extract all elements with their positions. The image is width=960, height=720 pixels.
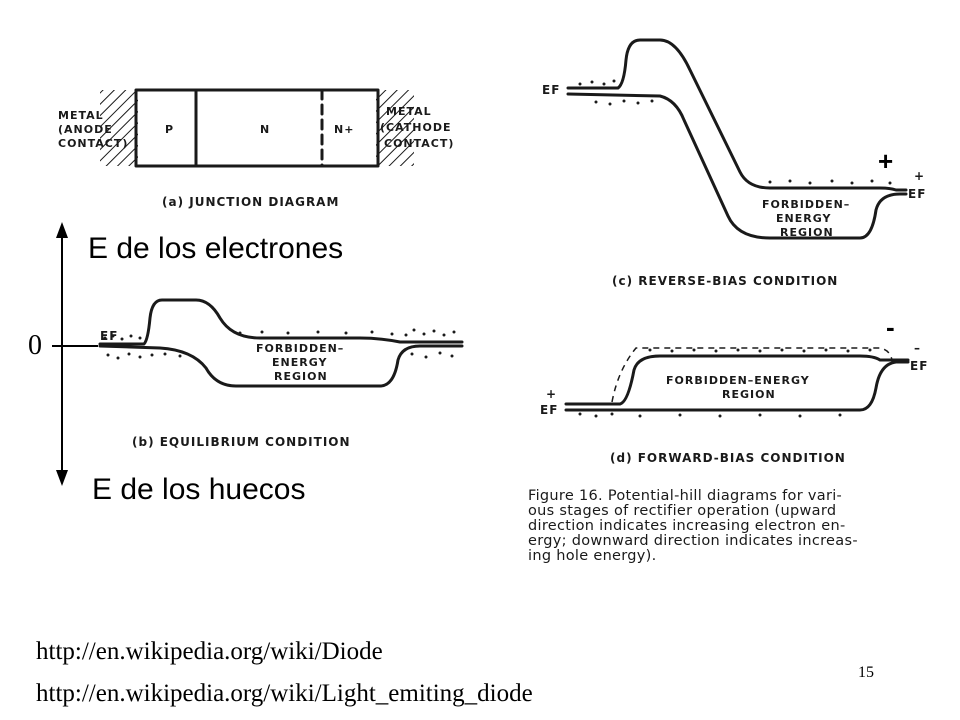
equilibrium-region-label-2: ENERGY bbox=[272, 356, 327, 369]
cathode-label-2: (CATHODE bbox=[380, 121, 451, 134]
anode-label-2: (ANODE bbox=[58, 123, 113, 136]
equilibrium-ef-label: EF bbox=[100, 329, 118, 343]
junction-caption: (a) JUNCTION DIAGRAM bbox=[162, 195, 339, 209]
caption-line: ous stages of rectifier operation (upwar… bbox=[528, 503, 837, 519]
forward-region-label-1: FORBIDDEN–ENERGY bbox=[666, 374, 810, 387]
forward-carriers bbox=[578, 348, 872, 418]
forward-ef-left-label: EF bbox=[540, 403, 558, 417]
reverse-plus-sign: + bbox=[878, 146, 893, 176]
zero-label: 0 bbox=[28, 330, 42, 361]
equilibrium-carriers bbox=[103, 328, 456, 360]
hole-energy-label: E de los huecos bbox=[92, 473, 306, 506]
axis-arrow-down-icon bbox=[56, 470, 68, 486]
caption-line: direction indicates increasing electron … bbox=[528, 518, 846, 534]
reverse-conduction-band bbox=[566, 38, 908, 192]
anode-metal-hatch bbox=[100, 90, 138, 166]
reverse-caption: (c) REVERSE-BIAS CONDITION bbox=[612, 274, 838, 288]
cathode-label-3: CONTACT) bbox=[384, 137, 454, 150]
energy-axis bbox=[52, 222, 98, 486]
equilibrium-caption: (b) EQUILIBRIUM CONDITION bbox=[132, 435, 351, 449]
forward-small-plus: + bbox=[546, 387, 557, 401]
forward-equilibrium-dashed bbox=[611, 347, 893, 403]
forward-region-label-2: REGION bbox=[722, 388, 776, 401]
anode-label-3: CONTACT) bbox=[58, 137, 128, 150]
reverse-region-label-2: ENERGY bbox=[776, 212, 831, 225]
region-n-label: N bbox=[260, 123, 270, 136]
led-link[interactable]: http://en.wikipedia.org/wiki/Light_emiti… bbox=[36, 680, 533, 707]
equilibrium-valence-band bbox=[98, 344, 464, 388]
cathode-metal-hatch bbox=[376, 90, 414, 166]
junction-diagram: METAL (ANODE CONTACT) P N N+ METAL (CATH… bbox=[58, 88, 454, 209]
region-nplus-label: N+ bbox=[334, 123, 354, 136]
equilibrium-region-label-1: FORBIDDEN– bbox=[256, 342, 344, 355]
reverse-small-plus: + bbox=[914, 169, 925, 183]
reverse-bias-diagram: EF EF + + FORBIDDEN– ENERGY REGION (c) R… bbox=[542, 38, 926, 288]
forward-small-minus: – bbox=[914, 341, 921, 355]
equilibrium-region-label-3: REGION bbox=[274, 370, 328, 383]
caption-line: Figure 16. Potential-hill diagrams for v… bbox=[528, 488, 843, 504]
cathode-label-1: METAL bbox=[386, 105, 432, 118]
region-p-label: P bbox=[165, 123, 174, 136]
equilibrium-conduction-band bbox=[98, 298, 464, 346]
diode-link[interactable]: http://en.wikipedia.org/wiki/Diode bbox=[36, 638, 383, 665]
forward-bias-diagram: EF + EF – - FORBIDDEN–ENERGY REGION (d) … bbox=[540, 312, 928, 465]
equilibrium-diagram: EF FORBIDDEN– ENERGY REGION (b) EQUILIBR… bbox=[98, 298, 464, 449]
forward-caption: (d) FORWARD-BIAS CONDITION bbox=[610, 451, 846, 465]
caption-line: ing hole energy). bbox=[528, 548, 657, 564]
reverse-valence-band bbox=[566, 92, 908, 240]
forward-conduction-band bbox=[564, 354, 910, 406]
caption-line: ergy; downward direction indicates incre… bbox=[528, 533, 858, 549]
anode-label-1: METAL bbox=[58, 109, 104, 122]
reverse-carriers bbox=[578, 79, 892, 185]
axis-arrow-up-icon bbox=[56, 222, 68, 238]
figure-caption: Figure 16. Potential-hill diagrams for v… bbox=[528, 489, 948, 564]
forward-ef-right-label: EF bbox=[910, 359, 928, 373]
reverse-ef-right-label: EF bbox=[908, 187, 926, 201]
forward-minus-sign: - bbox=[886, 312, 895, 342]
reverse-ef-left-label: EF bbox=[542, 83, 560, 97]
page-number: 15 bbox=[858, 664, 874, 681]
electron-energy-label: E de los electrones bbox=[88, 232, 344, 265]
reverse-region-label-1: FORBIDDEN– bbox=[762, 198, 850, 211]
junction-block bbox=[134, 88, 380, 168]
forward-valence-band bbox=[564, 360, 910, 412]
reverse-region-label-3: REGION bbox=[780, 226, 834, 239]
